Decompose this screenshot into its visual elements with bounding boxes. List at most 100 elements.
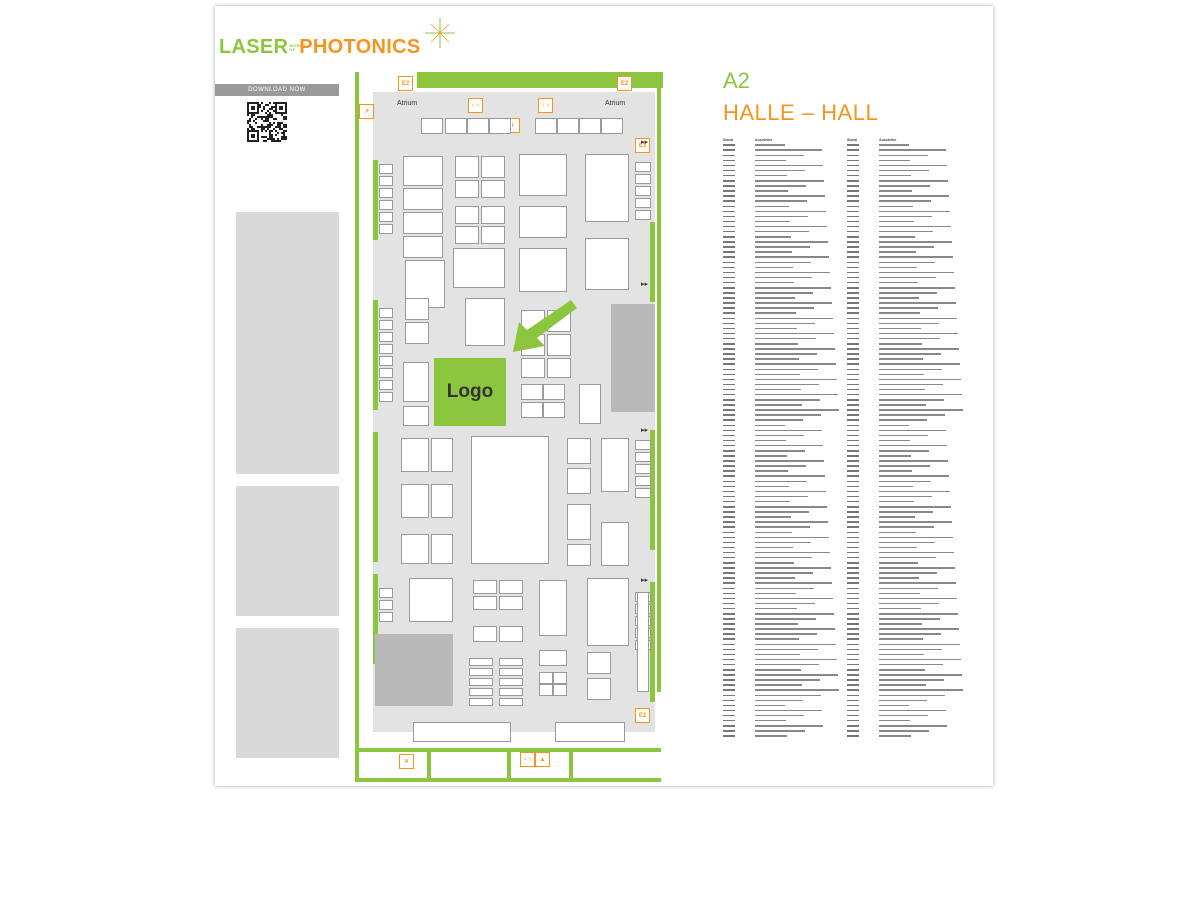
stand-box[interactable]: [521, 384, 543, 400]
stand-box[interactable]: [465, 298, 505, 346]
stand-box[interactable]: [481, 180, 505, 198]
stairs-icon-bottom[interactable]: ✕: [399, 754, 414, 769]
stand-box[interactable]: [453, 248, 505, 288]
stand-box[interactable]: [519, 248, 567, 292]
stand-box[interactable]: [481, 226, 505, 244]
stand-box[interactable]: [379, 224, 393, 234]
stand-box[interactable]: [567, 468, 591, 494]
stairs-icon-topleft[interactable]: ↗: [359, 104, 374, 119]
stand-box[interactable]: [431, 438, 453, 472]
stand-box[interactable]: [379, 188, 393, 198]
stand-box[interactable]: [587, 652, 611, 674]
stand-box[interactable]: [379, 320, 393, 330]
stand-box[interactable]: [455, 180, 479, 198]
stand-box[interactable]: [379, 164, 393, 174]
stand-box[interactable]: [403, 156, 443, 186]
download-bar[interactable]: DOWNLOAD NOW: [215, 84, 339, 96]
stand-box[interactable]: [489, 118, 511, 134]
stairs-e2-marker-left[interactable]: E2: [398, 76, 413, 91]
stand-box[interactable]: [405, 298, 429, 320]
stand-box[interactable]: [579, 118, 601, 134]
stand-box[interactable]: [379, 356, 393, 366]
stand-box[interactable]: [379, 380, 393, 390]
highlighted-stand-logo[interactable]: Logo: [434, 358, 506, 426]
stand-box[interactable]: [469, 658, 493, 666]
stand-box[interactable]: [403, 236, 443, 258]
stand-box[interactable]: [521, 358, 545, 378]
stand-box[interactable]: [409, 578, 453, 622]
stand-box[interactable]: [567, 438, 591, 464]
stand-box[interactable]: [473, 626, 497, 642]
stand-box[interactable]: [499, 668, 523, 676]
stand-box[interactable]: [547, 358, 571, 378]
stand-box[interactable]: [535, 118, 557, 134]
stand-box[interactable]: [635, 174, 651, 184]
stand-box[interactable]: [547, 334, 571, 356]
stand-box[interactable]: [539, 580, 567, 636]
stand-box[interactable]: [421, 118, 443, 134]
stand-box[interactable]: [403, 212, 443, 234]
stand-box[interactable]: [379, 600, 393, 610]
stand-box[interactable]: [455, 226, 479, 244]
wc-icon-bottom[interactable]: ♀♂: [520, 752, 535, 767]
stand-box[interactable]: [379, 200, 393, 210]
stand-box[interactable]: [431, 534, 453, 564]
stand-box[interactable]: [379, 588, 393, 598]
stand-box[interactable]: [469, 698, 493, 706]
stand-box[interactable]: [579, 384, 601, 424]
stand-box[interactable]: [553, 684, 567, 696]
stand-box[interactable]: [379, 212, 393, 222]
stand-box[interactable]: [499, 596, 523, 610]
stand-box[interactable]: [539, 672, 553, 684]
stairs-e2-marker-bottom[interactable]: E2: [635, 708, 650, 723]
stand-box[interactable]: [499, 678, 523, 686]
stand-box[interactable]: [431, 484, 453, 518]
stairs-e2-marker-right[interactable]: E2: [617, 76, 632, 91]
stand-box[interactable]: [379, 176, 393, 186]
stand-box[interactable]: [499, 698, 523, 706]
stand-box[interactable]: [379, 368, 393, 378]
stand-box[interactable]: [471, 436, 549, 564]
stand-box[interactable]: [455, 206, 479, 224]
stand-box[interactable]: [539, 650, 567, 666]
stand-box[interactable]: [401, 534, 429, 564]
stand-box[interactable]: [567, 544, 591, 566]
stand-box[interactable]: [469, 688, 493, 696]
stand-box[interactable]: [601, 438, 629, 492]
stand-box[interactable]: [585, 238, 629, 290]
wc-icon-1[interactable]: ♀♂: [468, 98, 483, 113]
stand-box[interactable]: [403, 406, 429, 426]
stand-box[interactable]: [601, 118, 623, 134]
stand-box[interactable]: [473, 580, 497, 594]
stand-box[interactable]: [473, 596, 497, 610]
stand-box[interactable]: [635, 162, 651, 172]
stand-box[interactable]: [539, 684, 553, 696]
elevator-icon[interactable]: ▲: [535, 752, 550, 767]
stand-box[interactable]: [601, 522, 629, 566]
stand-box[interactable]: [553, 672, 567, 684]
stand-box[interactable]: [401, 438, 429, 472]
stand-box[interactable]: [635, 488, 651, 498]
stand-box[interactable]: [481, 206, 505, 224]
stand-box[interactable]: [637, 592, 649, 692]
stand-box[interactable]: [635, 476, 651, 486]
stand-box[interactable]: [557, 118, 579, 134]
stand-box[interactable]: [587, 578, 629, 646]
stand-box[interactable]: [499, 626, 523, 642]
stand-box[interactable]: [445, 118, 467, 134]
stand-box[interactable]: [635, 464, 651, 474]
stand-box[interactable]: [635, 198, 651, 208]
stand-box[interactable]: [401, 484, 429, 518]
exit-e3-marker[interactable]: E3: [635, 138, 650, 153]
stand-box[interactable]: [469, 668, 493, 676]
stand-box[interactable]: [543, 384, 565, 400]
stand-box[interactable]: [455, 156, 479, 178]
stand-box[interactable]: [519, 206, 567, 238]
stand-box[interactable]: [521, 402, 543, 418]
stand-box[interactable]: [635, 210, 651, 220]
stand-box[interactable]: [379, 308, 393, 318]
stand-box[interactable]: [379, 392, 393, 402]
stand-box[interactable]: [379, 612, 393, 622]
qr-code-icon[interactable]: [247, 102, 287, 142]
stand-box[interactable]: [481, 156, 505, 178]
